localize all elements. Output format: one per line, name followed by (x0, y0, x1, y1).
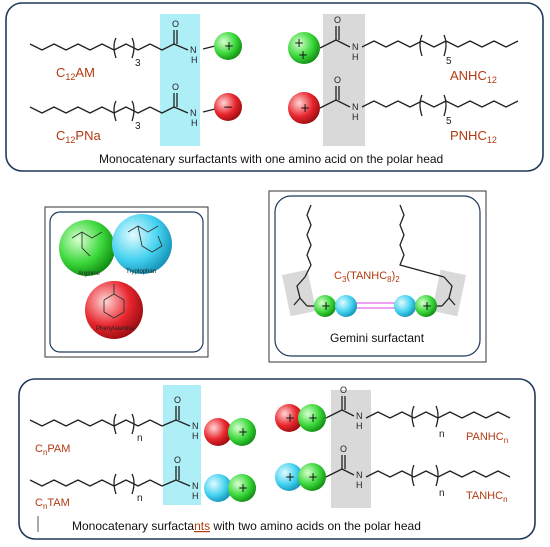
cntam-molecule (29, 466, 191, 495)
cntam-label: CnTAM (35, 497, 70, 511)
tanhcn-h-atom: H (356, 480, 363, 490)
c12pna-red-head (214, 93, 242, 121)
tanhcn-label: TANHCn (466, 490, 508, 504)
cntam-repeat-index: n (137, 493, 143, 504)
gemini-cyan-right (394, 295, 416, 317)
tanhcn-plus-sign-1: + (285, 470, 295, 484)
c12pna-molecule (29, 93, 216, 122)
anhc12-label: ANHC12 (450, 68, 497, 85)
phenylalanine-label: Phenylalanina (96, 326, 134, 332)
arginine-label: Arginine (78, 271, 101, 277)
bottom-highlight-gray (331, 390, 371, 508)
cnpam-label: CnPAM (35, 443, 70, 457)
pnhc12-plus-sign: + (300, 101, 310, 115)
c12am-repeat-index: 3 (135, 58, 141, 69)
cnpam-n-atom: N (192, 421, 199, 431)
cnpam-green-head (228, 418, 256, 446)
tanhcn-n-atom: N (356, 470, 363, 480)
c12am-o-atom: O (172, 19, 179, 29)
cntam-cyan-head (204, 474, 232, 502)
gemini-green-left (314, 295, 336, 317)
bottom-highlight-cyan (163, 385, 201, 505)
anhc12-plus-sign-1: + (294, 36, 304, 50)
tanhcn-repeat-index: n (439, 488, 445, 499)
tryptophan-label: Tryptophan (126, 269, 156, 275)
gemini-cyan-left (335, 295, 357, 317)
pnhc12-molecule (319, 86, 519, 117)
c12pna-o-atom: O (172, 82, 179, 92)
pnhc12-repeat-index: 5 (446, 116, 452, 127)
cntam-n-atom: N (192, 481, 199, 491)
amino-structures (71, 225, 163, 319)
tanhcn-plus-sign-2: + (308, 470, 318, 484)
cntam-h-atom: H (192, 491, 199, 501)
cntam-plus-sign: + (238, 481, 248, 495)
top-highlight-cyan (160, 14, 200, 146)
panhcn-n-atom: N (356, 411, 363, 421)
panhcn-o-atom: O (340, 385, 347, 395)
pnhc12-label: PNHC12 (450, 128, 497, 145)
c12pna-repeat-index: 3 (135, 121, 141, 132)
cntam-o-atom: O (174, 455, 181, 465)
pnhc12-n-atom: N (352, 102, 359, 112)
panhcn-h-atom: H (356, 421, 363, 431)
panhcn-molecule (325, 396, 511, 428)
gemini-chains (293, 204, 456, 309)
cnpam-h-atom: H (192, 431, 199, 441)
tanhcn-molecule (325, 455, 511, 487)
bottom-panel-caption: Monocatenary surfactants with two amino … (72, 519, 421, 533)
c12am-h-atom: H (191, 55, 198, 65)
anhc12-plus-sign-2: + (298, 48, 308, 62)
anhc12-green-head (288, 32, 320, 64)
cnpam-molecule (29, 406, 191, 435)
c12am-molecule (29, 30, 216, 59)
cnpam-o-atom: O (174, 395, 181, 405)
tanhcn-cyan-head (275, 463, 303, 491)
anhc12-repeat-index: 5 (446, 56, 452, 67)
c12pna-minus-sign: − (223, 100, 233, 114)
c12pna-label: C12PNa (56, 128, 101, 145)
gemini-plus-right: + (422, 299, 432, 313)
c12pna-h-atom: H (191, 118, 198, 128)
bottom-panel-frame (18, 378, 536, 540)
panhcn-label: PANHCn (466, 431, 508, 445)
gemini-plus-left: + (321, 299, 331, 313)
c12am-green-head (214, 32, 242, 60)
pnhc12-red-head (288, 92, 320, 124)
arginine-ball (59, 220, 115, 276)
cnpam-red-head (204, 418, 232, 446)
anhc12-o-atom: O (334, 15, 341, 25)
panhcn-green-head (298, 404, 326, 432)
cnpam-repeat-index: n (137, 433, 143, 444)
anhc12-molecule (319, 26, 519, 57)
panhcn-plus-sign-1: + (285, 411, 295, 425)
gemini-formula: C3(TANHC8)2 (334, 270, 400, 284)
phenylalanine-ball (85, 281, 143, 339)
pnhc12-o-atom: O (334, 75, 341, 85)
panhcn-plus-sign-2: + (308, 411, 318, 425)
tanhcn-green-head (298, 463, 326, 491)
cntam-green-head (228, 474, 256, 502)
c12am-label: C12AM (56, 65, 95, 82)
gemini-highlight-right (431, 269, 467, 317)
c12am-n-atom: N (190, 45, 197, 55)
c12am-plus-sign: + (224, 39, 234, 53)
tanhcn-o-atom: O (340, 444, 347, 454)
gemini-caption: Gemini surfactant (330, 331, 425, 345)
c12pna-n-atom: N (190, 108, 197, 118)
top-highlight-gray (323, 14, 365, 146)
cnpam-plus-sign: + (238, 425, 248, 439)
panhcn-repeat-index: n (439, 429, 445, 440)
top-panel-caption: Monocatenary surfactants with one amino … (99, 152, 443, 166)
top-panel-frame (5, 2, 544, 172)
anhc12-n-atom: N (352, 42, 359, 52)
panhcn-red-head (275, 404, 303, 432)
anhc12-h-atom: H (352, 52, 359, 62)
gemini-green-right (415, 295, 437, 317)
pnhc12-h-atom: H (352, 112, 359, 122)
